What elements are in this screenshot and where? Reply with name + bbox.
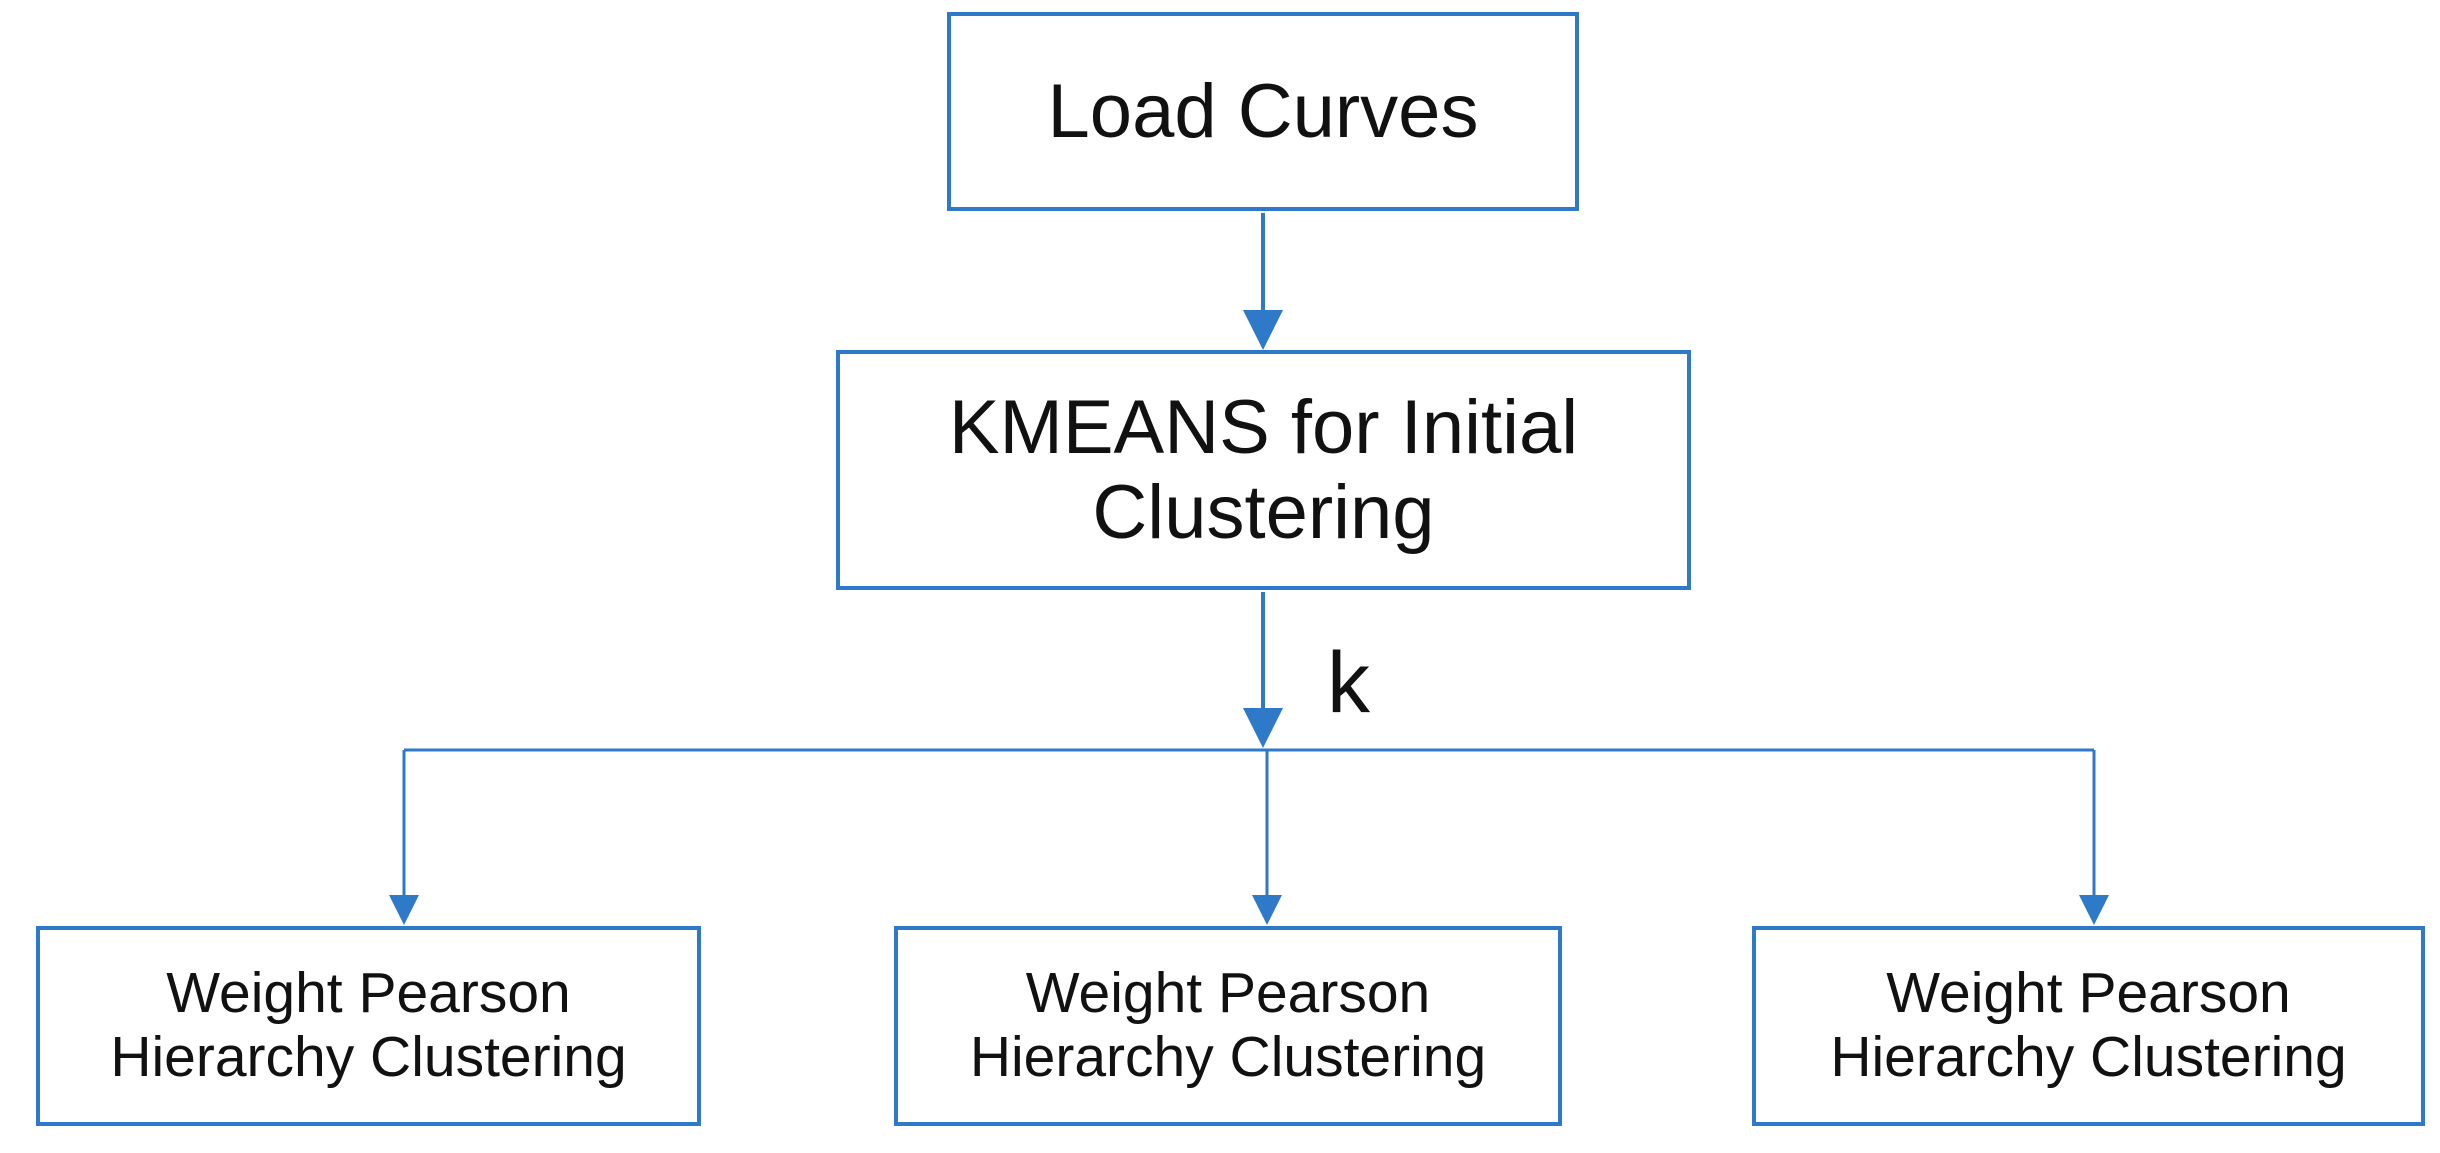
pearson-clustering-box-3: Weight Pearson Hierarchy Clustering: [1752, 926, 2425, 1126]
edge-label-k: k: [1327, 635, 1370, 731]
load-curves-label: Load Curves: [1047, 68, 1479, 154]
load-curves-box: Load Curves: [947, 12, 1579, 211]
pearson-clustering-label-1: Weight Pearson Hierarchy Clustering: [110, 961, 627, 1089]
pearson-clustering-label-3: Weight Pearson Hierarchy Clustering: [1830, 961, 2347, 1089]
pearson-clustering-box-1: Weight Pearson Hierarchy Clustering: [36, 926, 701, 1126]
kmeans-label: KMEANS for Initial Clustering: [948, 384, 1579, 555]
kmeans-box: KMEANS for Initial Clustering: [836, 350, 1691, 590]
pearson-clustering-box-2: Weight Pearson Hierarchy Clustering: [894, 926, 1562, 1126]
pearson-clustering-label-2: Weight Pearson Hierarchy Clustering: [969, 961, 1487, 1089]
